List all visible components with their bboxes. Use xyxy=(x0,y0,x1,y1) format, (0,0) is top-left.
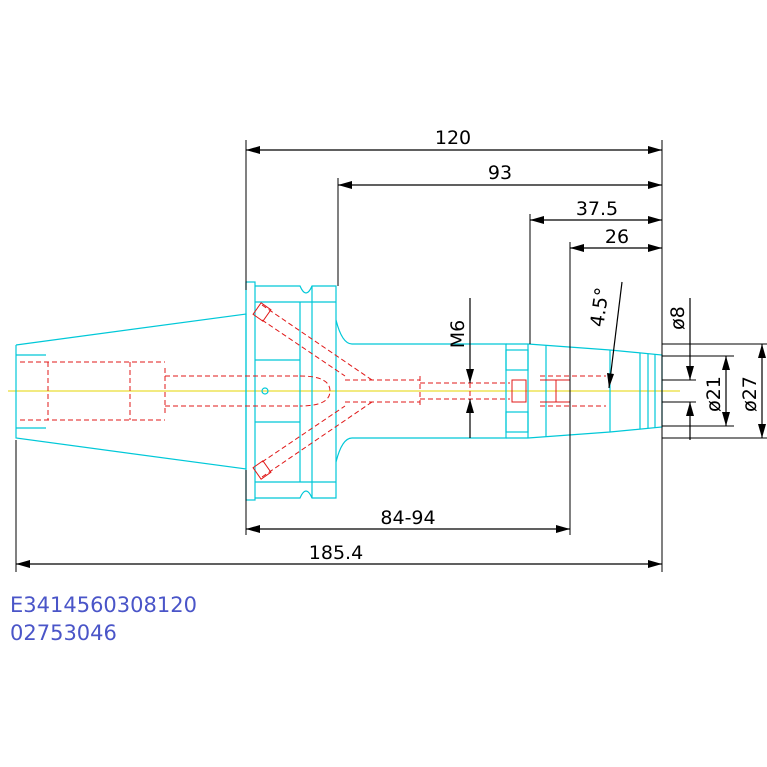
dim-bore-diameter: ø8 xyxy=(662,298,696,440)
dim-gauge-length: 93 xyxy=(337,162,662,286)
dim-o21-label: ø21 xyxy=(703,376,725,412)
part-code-line1: E3414560308120 xyxy=(10,593,197,617)
dim-26-label: 26 xyxy=(605,226,629,248)
holder-body xyxy=(335,319,529,463)
dim-nose-length: 37.5 xyxy=(529,198,662,344)
dim-thread: M6 xyxy=(447,298,474,438)
dim-84-94-label: 84-94 xyxy=(380,507,435,529)
dim-total-length: 185.4 xyxy=(15,440,662,572)
hidden-features xyxy=(20,302,606,480)
dim-o27-label: ø27 xyxy=(739,376,761,412)
dim-120-label: 120 xyxy=(435,127,471,149)
dim-collet-length: 26 xyxy=(569,226,662,535)
part-code-line2: 02753046 xyxy=(10,621,117,645)
dim-o8-label: ø8 xyxy=(667,306,689,330)
dim-m6-label: M6 xyxy=(447,320,469,348)
dim-185-4-label: 185.4 xyxy=(309,542,363,564)
dim-93-label: 93 xyxy=(488,162,512,184)
collet-nose xyxy=(527,343,663,439)
dim-angle-label: 4.5° xyxy=(586,286,613,328)
dim-clamp-range: 84-94 xyxy=(245,470,570,535)
dim-outer-diameter: ø27 xyxy=(662,343,767,439)
flange xyxy=(245,281,337,501)
dim-37-5-label: 37.5 xyxy=(576,198,618,220)
dim-angle: 4.5° xyxy=(586,281,623,389)
dim-inner-diameter: ø21 xyxy=(662,355,734,427)
